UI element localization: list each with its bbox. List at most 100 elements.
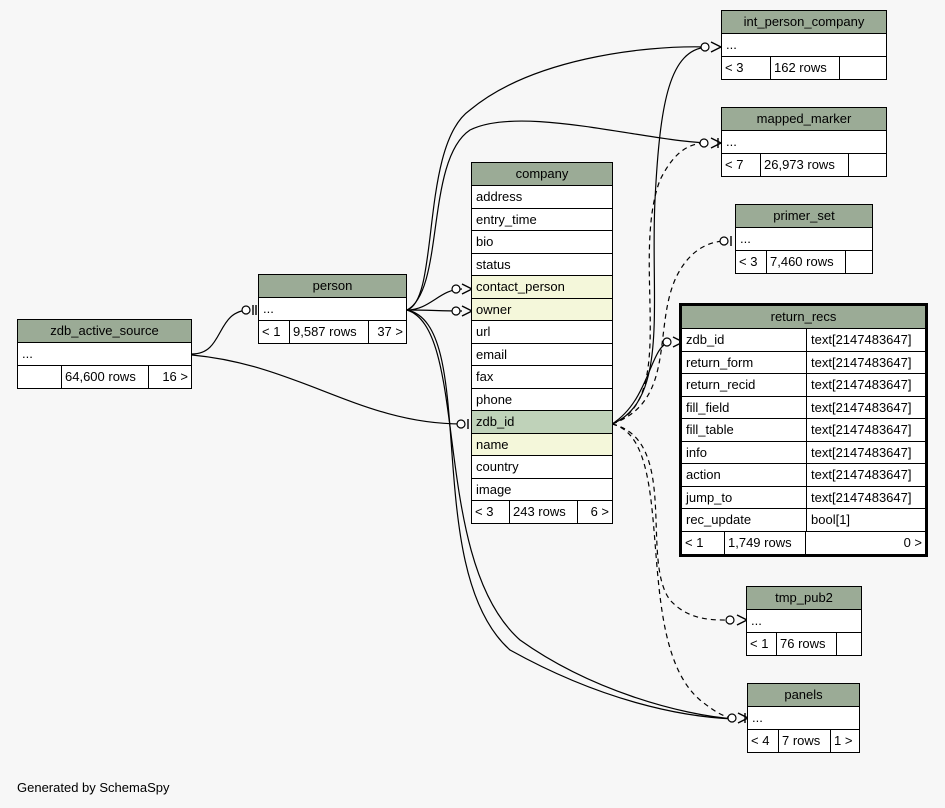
table-footer: < 1 76 rows bbox=[747, 632, 861, 655]
table-row: ... bbox=[259, 298, 406, 321]
footer-parents: < 4 bbox=[748, 729, 779, 752]
footer-children: 1 > bbox=[834, 732, 853, 748]
edge-company-int_person_company bbox=[611, 46, 708, 425]
column-zdb_id: zdb_id bbox=[472, 411, 612, 434]
marker-panels-circle bbox=[727, 713, 737, 723]
footer-rows: 64,600 rows bbox=[62, 365, 149, 388]
footer-parents: < 1 bbox=[682, 531, 725, 554]
edge-person-mapped_marker bbox=[406, 120, 708, 311]
table-zdb_active_source[interactable]: zdb_active_source ... 64,600 rows 16 > bbox=[17, 319, 192, 389]
edge-zdb_active_source-person bbox=[191, 309, 251, 355]
column-name: zdb_id bbox=[682, 329, 807, 351]
edge-person-panels-b bbox=[406, 309, 736, 720]
footer-children: 16 > bbox=[162, 368, 188, 384]
table-header: person bbox=[259, 275, 406, 298]
column-type: text[2147483647] bbox=[811, 399, 912, 415]
column-rec_update: rec_update bool[1] bbox=[682, 509, 925, 532]
table-row: ... bbox=[736, 228, 872, 251]
footer-parents bbox=[18, 365, 62, 388]
column-name: fill_field bbox=[682, 396, 807, 418]
table-header: mapped_marker bbox=[722, 108, 886, 131]
table-primer_set[interactable]: primer_set ... < 3 7,460 rows bbox=[735, 204, 873, 274]
column-name: jump_to bbox=[682, 486, 807, 508]
column-type: text[2147483647] bbox=[811, 354, 912, 370]
column-url: url bbox=[472, 321, 612, 344]
table-panels[interactable]: panels ... < 4 7 rows 1 > bbox=[747, 683, 860, 753]
column-type: text[2147483647] bbox=[811, 467, 912, 482]
column-owner: owner bbox=[472, 298, 612, 321]
footer-parents: < 3 bbox=[472, 501, 510, 523]
generator-credit: Generated by SchemaSpy bbox=[17, 780, 170, 795]
table-header: company bbox=[472, 163, 612, 186]
column-type: bool[1] bbox=[811, 512, 851, 527]
footer-rows: 162 rows bbox=[771, 56, 840, 79]
column-type: text[2147483647] bbox=[811, 332, 912, 347]
edge-company-mapped_marker bbox=[611, 142, 708, 425]
column-type: text[2147483647] bbox=[811, 489, 912, 505]
footer-children: 37 > bbox=[377, 323, 403, 339]
column-name: action bbox=[682, 464, 807, 486]
column-type: text[2147483647] bbox=[811, 444, 912, 460]
table-header: panels bbox=[748, 684, 859, 707]
column-name: info bbox=[682, 441, 807, 463]
column-image: image bbox=[472, 479, 612, 501]
column-action: action text[2147483647] bbox=[682, 464, 925, 487]
marker-ipc-circle bbox=[700, 42, 710, 52]
column-address: address bbox=[472, 186, 612, 209]
column-name: rec_update bbox=[682, 509, 807, 531]
table-mapped_marker[interactable]: mapped_marker ... < 7 26,973 rows bbox=[721, 107, 887, 177]
footer-children bbox=[849, 154, 886, 176]
column-type: text[2147483647] bbox=[811, 377, 912, 392]
table-footer: < 1 9,587 rows 37 > bbox=[259, 320, 406, 343]
column-type: text[2147483647] bbox=[811, 422, 912, 437]
table-int_person_company[interactable]: int_person_company ... < 3 162 rows bbox=[721, 10, 887, 80]
marker-zdb_id-circle bbox=[456, 419, 466, 429]
footer-rows: 7 rows bbox=[779, 729, 831, 752]
column-fax: fax bbox=[472, 366, 612, 389]
marker-owner-circle bbox=[451, 306, 461, 316]
table-footer: < 3 243 rows 6 > bbox=[472, 501, 612, 523]
column-name: fill_table bbox=[682, 419, 807, 441]
table-footer: < 1 1,749 rows 0 > bbox=[682, 531, 925, 554]
edge-company-panels bbox=[611, 423, 736, 719]
table-row: ... bbox=[747, 610, 861, 633]
table-company[interactable]: company address entry_time bio status co… bbox=[471, 162, 613, 524]
table-footer: 64,600 rows 16 > bbox=[18, 365, 191, 388]
footer-rows: 7,460 rows bbox=[767, 250, 846, 273]
footer-children: 0 > bbox=[903, 534, 922, 550]
footer-children bbox=[840, 57, 886, 79]
footer-parents: < 3 bbox=[736, 250, 767, 273]
marker-rr-circle bbox=[662, 337, 672, 347]
table-row: ... bbox=[748, 707, 859, 730]
footer-rows: 1,749 rows bbox=[725, 531, 806, 554]
table-tmp_pub2[interactable]: tmp_pub2 ... < 1 76 rows bbox=[746, 586, 862, 656]
table-header: tmp_pub2 bbox=[747, 587, 861, 610]
footer-parents: < 1 bbox=[259, 320, 290, 343]
table-footer: < 7 26,973 rows bbox=[722, 153, 886, 176]
edge-person-panels-a bbox=[406, 309, 736, 720]
edge-company-return_recs bbox=[611, 341, 671, 425]
marker-person-circle bbox=[241, 305, 251, 315]
column-fill_table: fill_table text[2147483647] bbox=[682, 419, 925, 442]
footer-rows: 9,587 rows bbox=[290, 320, 369, 343]
table-row: ... bbox=[18, 343, 191, 366]
column-status: status bbox=[472, 254, 612, 276]
column-contact_person: contact_person bbox=[472, 276, 612, 299]
column-entry_time: entry_time bbox=[472, 209, 612, 231]
table-header: return_recs bbox=[682, 306, 925, 329]
footer-rows: 26,973 rows bbox=[761, 153, 849, 176]
edge-company-primer_set bbox=[611, 240, 727, 425]
footer-parents: < 1 bbox=[747, 632, 777, 655]
table-person[interactable]: person ... < 1 9,587 rows 37 > bbox=[258, 274, 407, 344]
footer-children bbox=[837, 633, 861, 655]
footer-rows: 76 rows bbox=[777, 632, 837, 655]
footer-parents: < 7 bbox=[722, 153, 761, 176]
footer-parents: < 3 bbox=[722, 56, 771, 79]
column-name: name bbox=[472, 433, 612, 456]
